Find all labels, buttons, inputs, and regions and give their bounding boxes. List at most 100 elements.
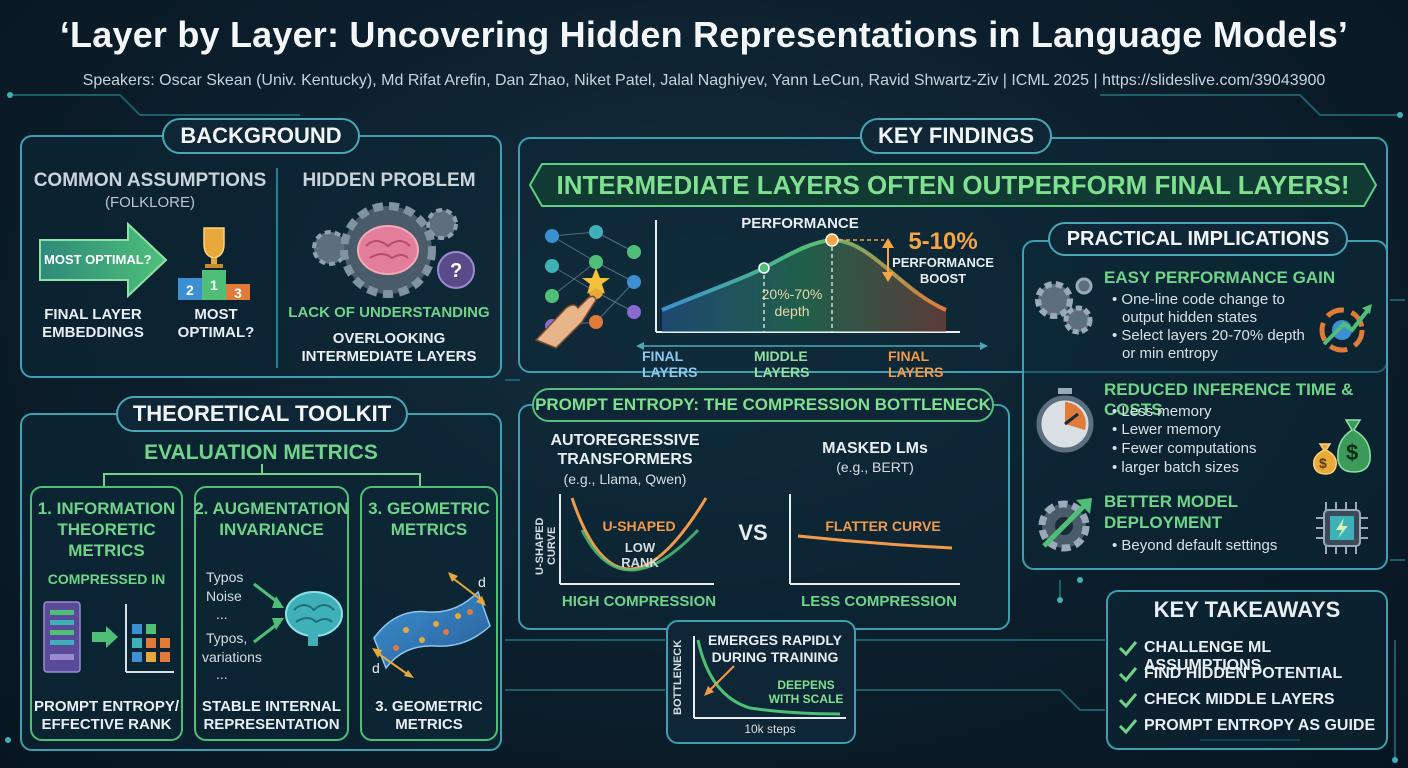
inset-title-1: EMERGES RAPIDLY: [707, 632, 843, 648]
u-shaped-label: U-SHAPED: [602, 518, 676, 534]
inset-ylabel: BOTTLENECK: [672, 639, 684, 715]
col2-input-6: ...: [216, 666, 228, 682]
compression-icon: [43, 601, 174, 673]
col2-title-2: INVARIANCE: [219, 520, 324, 539]
col2-input-4: Typos,: [206, 630, 248, 646]
brain-gear-icon: ?: [312, 202, 475, 298]
right-xlabel: LESS COMPRESSION: [801, 593, 957, 610]
left-title-2: TRANSFORMERS: [557, 451, 693, 468]
low-label-1: LOW: [624, 540, 656, 555]
depth-label-1: 20%-70%: [761, 286, 823, 302]
findings-banner-shape: [528, 163, 1378, 207]
col2-input-3: ...: [216, 606, 228, 622]
implication-1-bullet-4: or min entropy: [1122, 345, 1218, 362]
right-sub: (e.g., BERT): [836, 459, 914, 475]
prompt-entropy-title: PROMPT ENTROPY: THE COMPRESSION BOTTLENE…: [532, 388, 994, 422]
page-title: ‘Layer by Layer: Uncovering Hidden Repre…: [59, 14, 1349, 55]
boost-label-1: PERFORMANCE: [892, 255, 994, 270]
col2-bottom-1: STABLE INTERNAL: [202, 698, 341, 715]
podium-place-2: 2: [186, 282, 194, 298]
col2-input-2: Noise: [206, 588, 242, 604]
key-findings-title: KEY FINDINGS: [860, 118, 1052, 154]
implication-2-bullet-2: • Lewer memory: [1112, 421, 1221, 438]
assumptions-title: COMMON ASSUMPTIONS: [33, 170, 267, 191]
takeaways-title: KEY TAKEAWAYS: [1153, 597, 1341, 622]
money-bag-icon: $ $: [1312, 419, 1371, 475]
col1-title-1: 1. INFORMATION: [37, 499, 176, 518]
low-label-2: RANK: [621, 555, 659, 570]
takeaway-3: CHECK MIDDLE LAYERS: [1144, 691, 1335, 708]
problem-white: OVERLOOKING INTERMEDIATE LAYERS: [301, 330, 477, 365]
col1-bottom-1: PROMPT ENTROPY/: [33, 698, 179, 715]
col3-title-2: METRICS: [390, 520, 468, 539]
toolkit-title: THEORETICAL TOOLKIT: [116, 396, 408, 432]
metrics-title: EVALUATION METRICS: [144, 441, 378, 464]
problem-green: LACK OF UNDERSTANDING: [288, 304, 490, 321]
x-label-final-right: FINAL LAYERS: [888, 348, 944, 380]
manifold-icon: [372, 572, 491, 678]
col2-input-5: variations: [202, 649, 262, 665]
col2-input-1: Typos: [206, 569, 244, 585]
col1-title-3: METRICS: [68, 541, 145, 560]
podium-place-3: 3: [234, 285, 242, 301]
findings-point-peak: [825, 233, 839, 247]
flatter-label: FLATTER CURVE: [825, 518, 941, 534]
col1-bottom-2: EFFECTIVE RANK: [41, 716, 172, 733]
implication-1-bullet-2: output hidden states: [1122, 309, 1258, 326]
col3-title-1: 3. GEOMETRIC: [368, 499, 490, 518]
trophy-podium-icon: 2 1 3: [178, 227, 250, 301]
problem-title: HIDDEN PROBLEM: [302, 170, 476, 191]
svg-text:$: $: [1319, 455, 1327, 471]
flat-curve-chart: [789, 494, 960, 585]
inset-xlabel: 10k steps: [744, 722, 796, 736]
left-title-1: AUTOREGRESSIVE: [550, 432, 700, 449]
findings-point-middle: [758, 262, 770, 274]
implication-2-bullet-3: • Fewer computations: [1112, 440, 1257, 457]
podium-label: MOST OPTIMAL?: [177, 306, 255, 341]
left-sub: (e.g., Llama, Qwen): [563, 471, 687, 487]
gear-arrow-icon: [1038, 498, 1092, 552]
inset-chart: [693, 636, 846, 719]
gears-icon: [1035, 277, 1093, 335]
u-curve-chart: [559, 494, 714, 585]
prompt-entropy-panel: [518, 404, 1010, 630]
arrow-icon: [39, 222, 168, 298]
x-label-final-left: FINAL LAYERS: [642, 348, 698, 380]
implication-3-bullet-1: • Beyond default settings: [1112, 537, 1278, 554]
left-xlabel: HIGH COMPRESSION: [561, 593, 717, 610]
podium-place-1: 1: [210, 277, 218, 293]
brain-arrows-icon: [253, 582, 343, 646]
d-label-bottom: d: [372, 660, 380, 676]
implication-1-title: EASY PERFORMANCE GAIN: [1104, 268, 1336, 287]
inset-curve: [696, 639, 841, 716]
final-layer-label: FINAL LAYER EMBEDDINGS: [42, 306, 144, 341]
implication-2-bullet-1: • Less memory: [1112, 403, 1212, 420]
implication-3-title-1: BETTER MODEL: [1104, 492, 1239, 511]
inset-label-1: DEEPENS: [777, 678, 835, 692]
implication-2-bullet-4: • larger batch sizes: [1112, 459, 1239, 476]
check-icons: [1118, 641, 1138, 735]
findings-chart: [655, 220, 960, 333]
boost-label-2: BOOST: [919, 271, 967, 286]
implication-3-title-2: DEPLOYMENT: [1104, 513, 1223, 532]
col2-bottom-2: REPRESENTATION: [203, 716, 340, 733]
takeaway-1: CHALLENGE ML ASSUMPTIONS: [1144, 639, 1271, 674]
col1-title-2: THEORETIC: [57, 520, 156, 539]
col3-bottom-2: METRICS: [395, 716, 463, 733]
col3-bottom-1: 3. GEOMETRIC: [375, 698, 483, 715]
d-label-top: d: [478, 574, 486, 590]
assumptions-sub: (FOLKLORE): [104, 194, 195, 211]
vs-label: VS: [738, 520, 768, 545]
neural-network-hand-icon: [534, 225, 641, 349]
background-title: BACKGROUND: [162, 118, 360, 154]
findings-banner: INTERMEDIATE LAYERS OFTEN OUTPERFORM FIN…: [556, 170, 1350, 200]
page-subtitle: Speakers: Oscar Skean (Univ. Kentucky), …: [82, 72, 1326, 89]
implication-2-title: REDUCED INFERENCE TIME & COSTS: [1104, 380, 1354, 419]
depth-label-2: depth: [774, 303, 810, 319]
inset-title-2: DURING TRAINING: [711, 649, 839, 665]
takeaway-4: PROMPT ENTROPY AS GUIDE: [1144, 717, 1376, 734]
findings-curve: [661, 237, 947, 312]
metrics-connector: [103, 464, 421, 488]
boost-value: 5-10%: [908, 228, 978, 255]
background-divider: [276, 168, 278, 368]
